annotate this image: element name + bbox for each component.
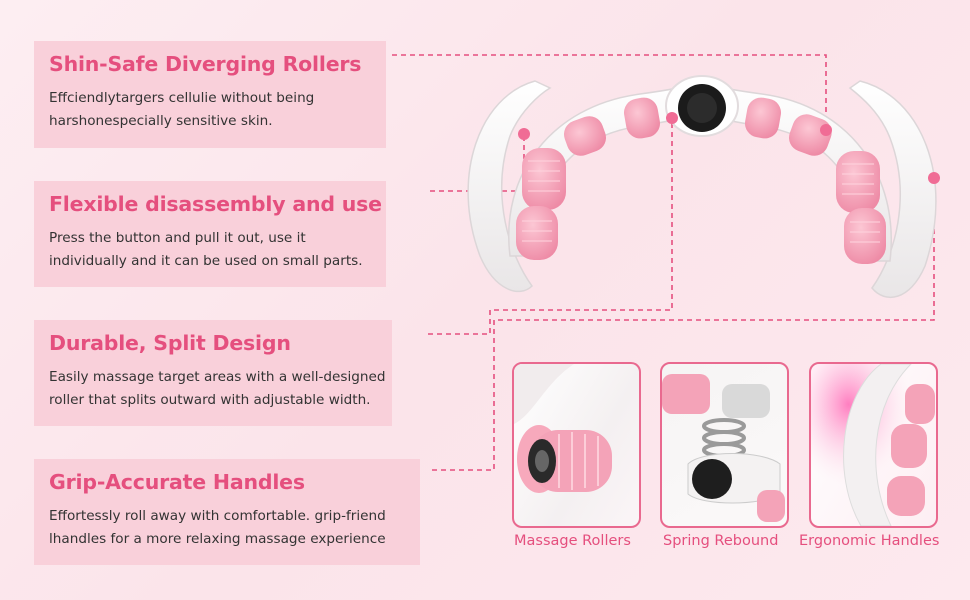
hotspot-dot-icon (928, 172, 940, 184)
hotspot-dot-icon (666, 112, 678, 124)
feature-description: Press the button and pull it out, use it… (49, 230, 363, 269)
thumbnail-ergonomic-handles (809, 362, 938, 528)
hotspot-dot-icon (518, 128, 530, 140)
thumbnail-caption: Ergonomic Handles (799, 533, 940, 549)
roller-closeup-icon (514, 364, 612, 493)
feature-panel-handles: Grip-Accurate Handles Effortessly roll a… (34, 459, 420, 565)
feature-title: Flexible disassembly and use (49, 192, 382, 216)
feature-description: Easily massage target areas with a well-… (49, 369, 386, 408)
feature-title: Grip-Accurate Handles (49, 470, 305, 494)
feature-title: Shin-Safe Diverging Rollers (49, 52, 362, 76)
feature-panel-split-design: Durable, Split Design Easily massage tar… (34, 320, 392, 426)
feature-description: Effortessly roll away with comfortable. … (49, 508, 386, 547)
thumbnail-massage-rollers (512, 362, 641, 528)
thumbnail-spring-rebound (660, 362, 789, 528)
thumbnail-caption: Massage Rollers (514, 533, 631, 549)
roller-set-icon (516, 97, 886, 264)
feature-description: Effciendlytargers cellulie without being… (49, 90, 315, 129)
feature-title: Durable, Split Design (49, 331, 291, 355)
feature-panel-rollers: Shin-Safe Diverging Rollers Effciendlyta… (34, 41, 386, 148)
feature-panel-disassembly: Flexible disassembly and use Press the b… (34, 181, 386, 287)
product-massager-image (467, 75, 940, 298)
hotspot-dot-icon (820, 124, 832, 136)
handle-icon (811, 364, 936, 526)
spring-icon (662, 374, 785, 522)
thumbnail-caption: Spring Rebound (663, 533, 779, 549)
